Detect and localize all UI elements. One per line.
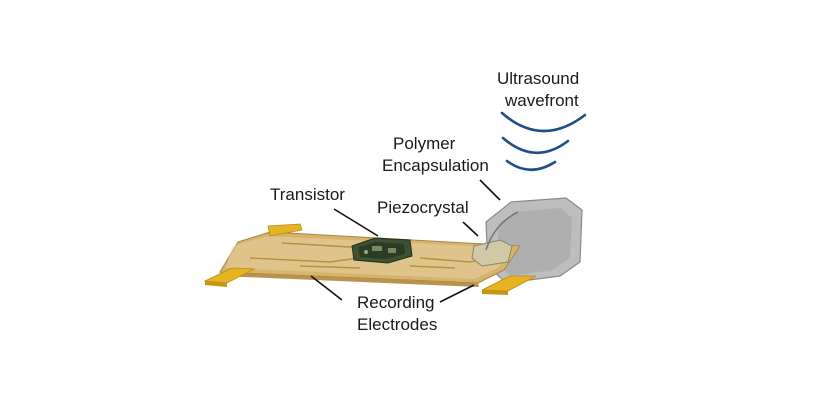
transistor-chip bbox=[351, 237, 413, 264]
ultrasound-wavefront bbox=[500, 111, 587, 172]
substrate-edge bbox=[220, 272, 479, 287]
leader-transistor bbox=[333, 208, 379, 237]
right-electrode-edge bbox=[482, 290, 508, 295]
piezo-wire bbox=[485, 211, 519, 251]
leader-lines bbox=[310, 179, 501, 303]
leader-polymer bbox=[479, 179, 501, 201]
label-polymer-line2: Encapsulation bbox=[382, 156, 489, 175]
leader-recording-right bbox=[439, 284, 475, 303]
wavefront-arc-2 bbox=[501, 136, 570, 155]
wavefront-arc-1 bbox=[500, 111, 587, 133]
label-ultrasound-line1: Ultrasound bbox=[497, 69, 579, 88]
label-ultrasound-line2: wavefront bbox=[504, 91, 579, 110]
label-piezocrystal: Piezocrystal bbox=[377, 198, 469, 217]
polymer-encapsulation-inner bbox=[498, 208, 572, 276]
leader-recording-left bbox=[310, 275, 343, 301]
right-electrode bbox=[481, 275, 537, 292]
leader-piezocrystal bbox=[462, 221, 479, 237]
wavefront-arc-3 bbox=[505, 159, 557, 172]
left-electrode-edge bbox=[205, 281, 227, 287]
piezocrystal bbox=[471, 239, 513, 267]
left-electrode-rear bbox=[267, 223, 303, 237]
label-polymer-line1: Polymer bbox=[393, 134, 456, 153]
label-transistor: Transistor bbox=[270, 185, 345, 204]
label-recording-line2: Electrodes bbox=[357, 315, 437, 334]
label-recording-line1: Recording bbox=[357, 293, 435, 312]
